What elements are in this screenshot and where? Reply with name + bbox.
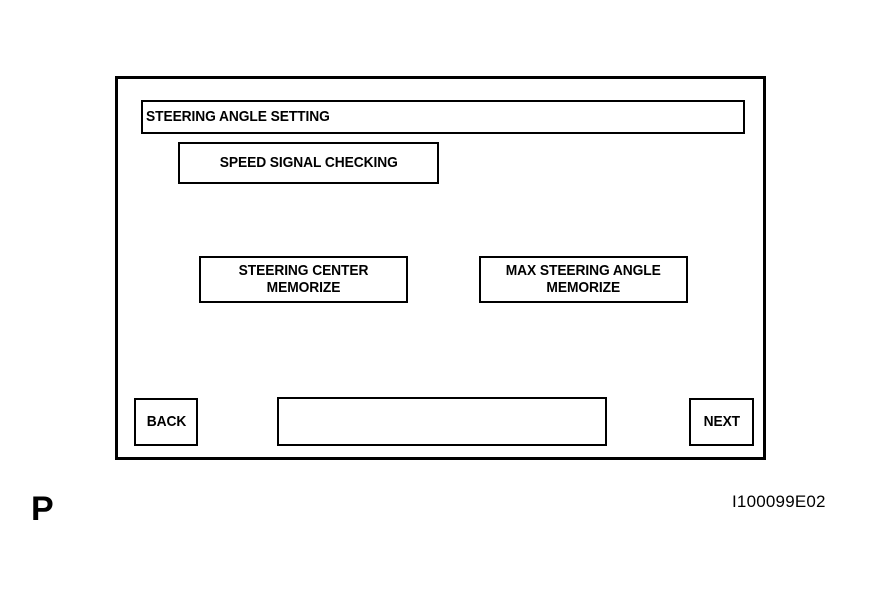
next-button-label: NEXT bbox=[703, 412, 740, 430]
max-steering-angle-memorize-button[interactable]: MAX STEERING ANGLE MEMORIZE bbox=[479, 256, 688, 303]
back-button-label: BACK bbox=[146, 412, 186, 430]
figure-letter-label: P bbox=[31, 490, 54, 528]
speed-signal-checking-box[interactable]: SPEED SIGNAL CHECKING bbox=[178, 142, 439, 184]
speed-signal-checking-label: SPEED SIGNAL CHECKING bbox=[219, 153, 398, 171]
back-button[interactable]: BACK bbox=[134, 398, 198, 446]
status-display-field bbox=[277, 397, 607, 446]
screen-title-bar: STEERING ANGLE SETTING bbox=[141, 100, 745, 134]
max-steering-angle-memorize-label: MAX STEERING ANGLE MEMORIZE bbox=[505, 262, 662, 296]
steering-center-memorize-label: STEERING CENTER MEMORIZE bbox=[238, 262, 369, 296]
steering-center-memorize-button[interactable]: STEERING CENTER MEMORIZE bbox=[199, 256, 408, 303]
screen-title-label: STEERING ANGLE SETTING bbox=[146, 107, 330, 125]
scan-tool-screen: STEERING ANGLE SETTING SPEED SIGNAL CHEC… bbox=[115, 76, 766, 460]
next-button[interactable]: NEXT bbox=[689, 398, 754, 446]
figure-reference-code: I100099E02 bbox=[732, 492, 826, 511]
